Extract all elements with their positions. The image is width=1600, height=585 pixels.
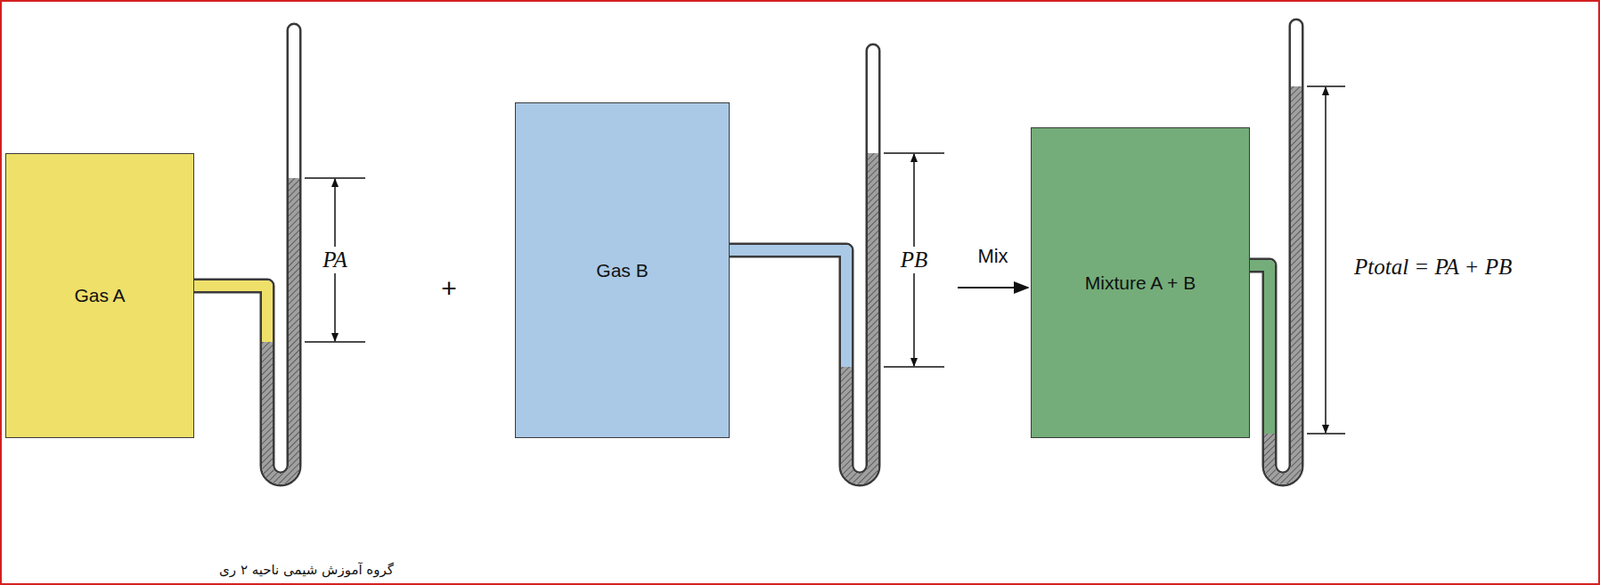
- level-line: [1306, 85, 1346, 88]
- manometer: [193, 30, 366, 480]
- gas-in-tube: [728, 250, 847, 368]
- pressure-label: PA: [319, 246, 350, 274]
- tube-wall: [1248, 25, 1297, 480]
- container-label: Mixture A + B: [1085, 272, 1196, 294]
- edge-label: Mix: [975, 244, 1010, 269]
- level-line: [1306, 432, 1346, 435]
- pressure-label: PB: [897, 246, 931, 274]
- mercury-hatch: [846, 153, 874, 480]
- mercury-hatch: [267, 178, 294, 480]
- mix-arrow: [729, 286, 1029, 289]
- gas-in-tube: [193, 285, 268, 343]
- tube-bore: [728, 50, 874, 480]
- pressure-sum-label: Ptotal = PA + PB: [1354, 254, 1512, 280]
- manometer: [1248, 25, 1346, 480]
- mercury: [267, 178, 294, 480]
- tube-wall: [728, 50, 874, 480]
- gas-container: Mixture A + B: [1030, 127, 1250, 439]
- gas-container: Gas A: [5, 153, 195, 439]
- mercury-hatch: [1269, 86, 1297, 480]
- level-line: [883, 366, 945, 368]
- container-label: Gas A: [73, 285, 125, 307]
- level-line: [304, 177, 366, 180]
- footer-note: گروه آموزش شیمی ناحیه ۲ ری: [219, 563, 394, 579]
- container-label: Gas B: [595, 260, 648, 282]
- mercury: [1269, 86, 1297, 480]
- tube-bore: [193, 30, 294, 480]
- gas-container: Gas B: [514, 102, 730, 439]
- plus-sign: +: [440, 273, 458, 303]
- dimension-line: [1324, 87, 1327, 433]
- level-line: [883, 152, 945, 155]
- tube-bore: [1248, 25, 1297, 480]
- mercury: [846, 153, 874, 480]
- manometer: [728, 50, 945, 480]
- tube-wall: [193, 30, 294, 480]
- level-line: [304, 341, 366, 343]
- gas-in-tube: [1248, 265, 1270, 434]
